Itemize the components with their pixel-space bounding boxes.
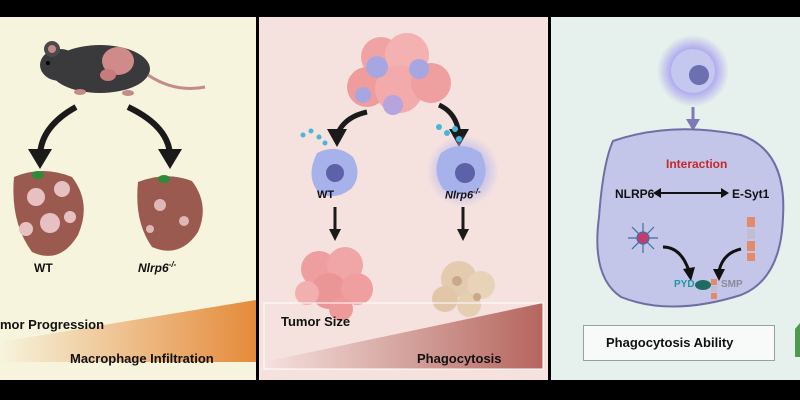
tumor-size-gradient-bar [264,303,543,369]
liver-wt-icon [13,171,84,256]
arrow-curve-right-icon [717,247,742,272]
panel-tumor-progression: WT Nlrp6-/- mor Progression Macrophage I… [0,17,256,380]
panel2-graphics [263,33,544,370]
macrophage-wt-icon [300,128,358,197]
phagocytosis-ability-box [583,325,775,361]
tumor-progression-gradient-bar [0,300,256,362]
arrow-left-icon [327,109,368,147]
bar-label-top: mor Progression [0,317,105,332]
tumor-large-wt-icon [295,247,373,321]
domain-pyd-label: PYD [674,279,695,290]
tumor-cell-cluster-icon [347,33,451,115]
phagocytosis-ability-label: Phagocytosis Ability [606,335,734,350]
cell-membrane [596,128,785,308]
panel-phagocytosis: WT Nlrp6-/- Tumor Size Phagocytosis [259,17,548,380]
genotype-wt-label: WT [317,189,335,201]
panel3-graphics [596,35,800,357]
protein-esyt1-label: E-Syt1 [732,187,770,201]
esyt1-protein-icon [747,217,755,261]
arrow-left-icon [28,104,78,169]
double-arrow-icon [653,188,729,198]
macrophage-glow-icon [657,35,729,107]
genotype-ko-label: Nlrp6-/- [445,187,481,202]
nlrp6-inflammasome-icon [628,223,658,253]
bar-label-bottom: Phagocytosis [417,351,502,366]
mouse-icon [40,41,206,96]
arrow-right-icon [126,104,182,169]
tumor-small-ko-icon [432,261,495,317]
liver-ko-icon [137,175,203,251]
arrow-curve-left-icon [662,245,691,272]
macrophage-ko-icon [427,124,499,207]
bar-label-bottom: Macrophage Infiltration [70,351,214,366]
domain-smp-label: SMP [721,279,743,290]
green-arrow-icon [795,323,800,357]
panel1-graphics [0,41,256,362]
panel-interaction: Interaction NLRP6 E-Syt1 PYD SMP Phagocy… [551,17,800,380]
pyd-smp-complex-icon [695,279,717,299]
genotype-wt-label: WT [34,261,53,275]
arrow-down-icon [686,107,700,131]
interaction-title: Interaction [666,157,728,171]
arrow-down-ko-icon [457,207,469,241]
arrow-down-wt-icon [329,207,341,241]
protein-nlrp6-label: NLRP6 [615,187,655,201]
genotype-ko-label: Nlrp6-/- [138,260,177,275]
bar-label-top: Tumor Size [281,314,351,329]
